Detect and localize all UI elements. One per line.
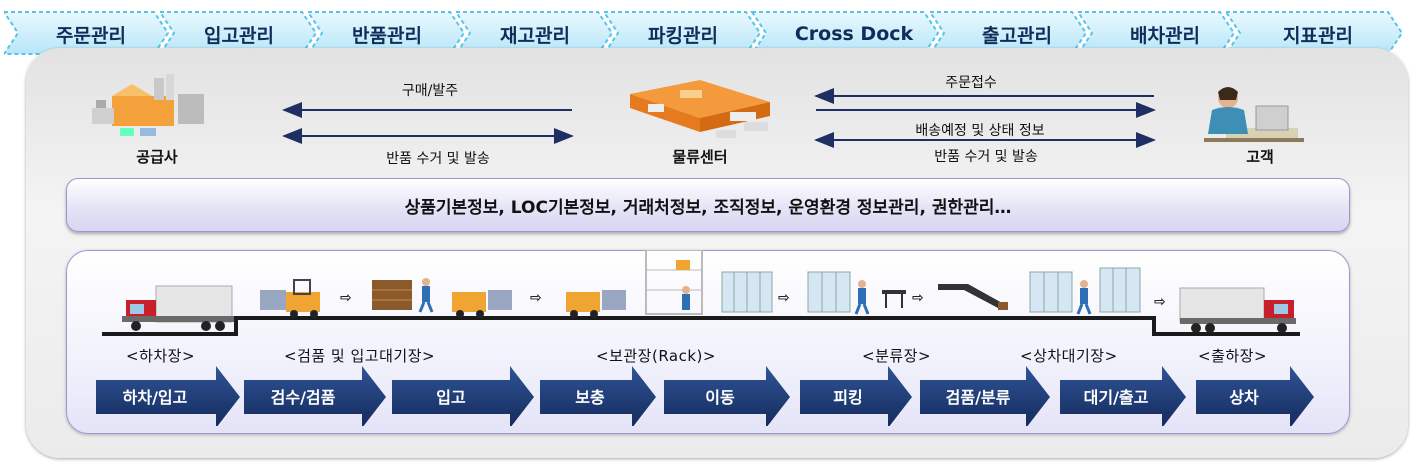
forklift-icon [260, 279, 320, 318]
nav-order[interactable]: 주문관리 [56, 24, 126, 47]
truck-icon [122, 285, 234, 331]
step-arrow-shape [920, 366, 1050, 426]
nav-kpi[interactable]: 지표관리 [1283, 24, 1353, 47]
table-icon [882, 290, 906, 308]
zone-sorting: <분류장> [862, 347, 932, 365]
nav-chevron [750, 11, 940, 55]
zone-shipping: <출하장> [1198, 347, 1268, 365]
worker-icon [1076, 280, 1092, 315]
rack-icon [645, 250, 703, 315]
nav-return[interactable]: 반품관리 [352, 24, 422, 47]
flow-arrows [92, 74, 1304, 148]
zone-storage: <보관장(Rack)> [596, 347, 716, 365]
step-arrow-shape [244, 366, 386, 426]
order-label: 주문접수 [945, 75, 997, 91]
nav-inbound[interactable]: 입고관리 [204, 24, 274, 47]
factory-icon [92, 74, 204, 136]
step-arrow-shape [800, 366, 912, 426]
nav-inventory[interactable]: 재고관리 [500, 24, 570, 47]
customer-icon [1204, 87, 1304, 142]
warehouse-icon [630, 80, 770, 138]
nav-dispatch[interactable]: 배차관리 [1130, 24, 1200, 47]
pallet-icon [372, 278, 434, 313]
flow-arrow-5: ⇨ [1154, 294, 1166, 310]
nav-chevron-shapes [4, 11, 1404, 55]
delivery-status-label: 배송예정 및 상태 정보 [915, 123, 1045, 139]
step-arrow-shape [540, 366, 656, 426]
cart-icon [721, 271, 773, 313]
nav-cross-dock[interactable]: Cross Dock [794, 23, 914, 45]
forklift-icon [566, 290, 626, 318]
return-label-right: 반품 수거 및 발송 [934, 149, 1038, 165]
forklift-icon [452, 290, 512, 318]
cart-icon [807, 271, 851, 313]
zone-inspection: <검품 및 입고대기장> [284, 347, 436, 365]
step-arrow-shape [96, 366, 240, 426]
center-label: 물류센터 [672, 148, 728, 166]
step-arrow-shape [1060, 366, 1186, 426]
zone-loading-wait: <상차대기장> [1020, 347, 1118, 365]
cart-icon [1029, 271, 1073, 313]
return-label-left: 반품 수거 및 발송 [386, 151, 490, 167]
process-nav-bar: 주문관리 입고관리 반품관리 재고관리 파킹관리 Cross Dock 출고관리… [4, 6, 1408, 60]
supplier-label: 공급사 [136, 148, 178, 166]
step-arrow-shape [664, 366, 790, 426]
purchase-label: 구매/발주 [401, 83, 459, 99]
cart-icon [1099, 267, 1141, 313]
floor-line [102, 316, 1300, 336]
zone-unloading: <하차장> [126, 347, 196, 365]
customer-label: 고객 [1246, 148, 1274, 166]
step-arrow-shape [1196, 366, 1314, 426]
master-info-bar: 상품기본정보, LOC기본정보, 거래처정보, 조직정보, 운영환경 정보관리,… [66, 178, 1350, 232]
worker-icon [854, 280, 870, 315]
nav-outbound[interactable]: 출고관리 [982, 24, 1052, 47]
flow-arrow-2: ⇨ [530, 290, 542, 306]
process-illustrations: ⇨ ⇨ ⇨ ⇨ [102, 250, 1300, 336]
nav-parking[interactable]: 파킹관리 [648, 24, 718, 47]
step-arrows [96, 366, 1314, 426]
flow-arrow-3: ⇨ [778, 290, 790, 306]
truck-icon [1179, 287, 1296, 333]
step-arrow-shape [392, 366, 534, 426]
master-info-text: 상품기본정보, LOC기본정보, 거래처정보, 조직정보, 운영환경 정보관리,… [404, 197, 1012, 218]
flow-arrow-4: ⇨ [912, 290, 924, 306]
flow-arrow-1: ⇨ [340, 290, 352, 306]
conveyor-icon [938, 284, 1008, 310]
nav-chevron [4, 11, 170, 55]
